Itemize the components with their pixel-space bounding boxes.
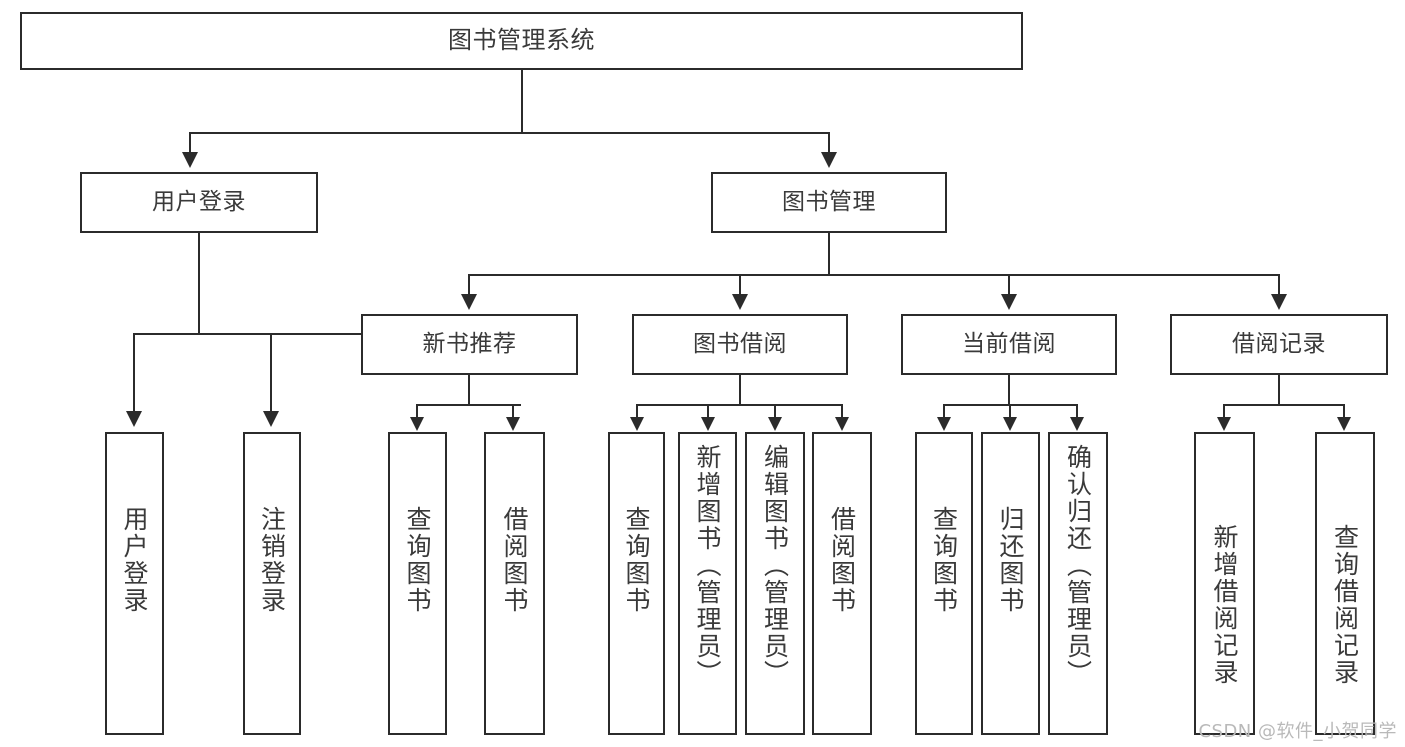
- arrowhead-borrow-leaf2: [701, 417, 715, 431]
- node-label: 新书推荐: [422, 331, 517, 358]
- leaf-edit-book-admin[interactable]: 编辑图书（管理员）: [745, 432, 805, 735]
- connector-newbook-leaf2: [512, 404, 514, 419]
- arrowhead-borrow-leaf4: [835, 417, 849, 431]
- node-borrow-record[interactable]: 借阅记录: [1170, 314, 1388, 375]
- connector-borrow-leaf2: [707, 404, 709, 419]
- node-label: 注销登录: [257, 506, 287, 614]
- connector-bookmgmt-bar: [468, 274, 1279, 276]
- leaf-borrow-book[interactable]: 借阅图书: [812, 432, 872, 735]
- connector-userlogin-leaf2: [270, 333, 272, 413]
- arrowhead-record-leaf1: [1217, 417, 1231, 431]
- connector-borrow-leaf1: [636, 404, 638, 419]
- leaf-query-book-borrow[interactable]: 查询图书: [608, 432, 665, 735]
- node-label: 确认归还（管理员）: [1063, 444, 1093, 687]
- node-label: 新增借阅记录: [1210, 524, 1239, 686]
- node-label: 查询图书: [622, 506, 651, 614]
- connector-userlogin-stem: [198, 233, 200, 334]
- leaf-query-borrow-record[interactable]: 查询借阅记录: [1315, 432, 1375, 735]
- connector-record-leaf2: [1343, 404, 1345, 419]
- node-label: 借阅记录: [1232, 331, 1326, 358]
- leaf-query-book-newbook[interactable]: 查询图书: [388, 432, 447, 735]
- arrowhead-borrow-leaf3: [768, 417, 782, 431]
- arrowhead-bookmgmt-to-current: [1001, 294, 1017, 310]
- connector-root-to-bookmgmt: [828, 132, 830, 154]
- connector-record-bar: [1223, 404, 1345, 406]
- connector-record-stem: [1278, 375, 1280, 406]
- arrowhead-userlogin-leaf1: [126, 411, 142, 427]
- arrowhead-current-leaf3: [1070, 417, 1084, 431]
- connector-current-leaf3: [1076, 404, 1078, 419]
- connector-borrow-bar: [636, 404, 842, 406]
- leaf-query-book-current[interactable]: 查询图书: [915, 432, 973, 735]
- connector-record-leaf1: [1223, 404, 1225, 419]
- connector-newbook-leaf1: [416, 404, 418, 419]
- connector-bookmgmt-to-borrow: [739, 274, 741, 296]
- connector-borrow-stem: [739, 375, 741, 406]
- arrowhead-newbook-leaf1: [410, 417, 424, 431]
- node-root-system[interactable]: 图书管理系统: [20, 12, 1023, 70]
- node-label: 查询图书: [403, 506, 432, 614]
- node-label: 图书管理系统: [448, 26, 595, 55]
- connector-root-bar: [189, 132, 830, 134]
- node-current-borrow[interactable]: 当前借阅: [901, 314, 1117, 375]
- leaf-add-borrow-record[interactable]: 新增借阅记录: [1194, 432, 1255, 735]
- leaf-return-book[interactable]: 归还图书: [981, 432, 1040, 735]
- connector-root-to-userlogin: [189, 132, 191, 154]
- node-new-book-recommend[interactable]: 新书推荐: [361, 314, 578, 375]
- connector-bookmgmt-to-current: [1008, 274, 1010, 296]
- connector-root-stem: [521, 70, 523, 133]
- node-label: 图书借阅: [693, 331, 787, 358]
- leaf-user-login[interactable]: 用户登录: [105, 432, 164, 735]
- connector-userlogin-leaf1: [133, 333, 135, 413]
- arrowhead-root-to-userlogin: [182, 152, 198, 168]
- node-label: 借阅图书: [500, 506, 529, 614]
- node-label: 用户登录: [120, 506, 149, 614]
- node-label: 查询借阅记录: [1330, 524, 1360, 686]
- node-label: 借阅图书: [827, 506, 857, 614]
- leaf-confirm-return-admin[interactable]: 确认归还（管理员）: [1048, 432, 1108, 735]
- connector-borrow-leaf3: [774, 404, 776, 419]
- connector-current-leaf1: [943, 404, 945, 419]
- arrowhead-bookmgmt-to-record: [1271, 294, 1287, 310]
- connector-userlogin-bar: [133, 333, 399, 335]
- arrowhead-current-leaf2: [1003, 417, 1017, 431]
- arrowhead-borrow-leaf1: [630, 417, 644, 431]
- csdn-watermark: CSDN @软件_小贺同学: [1198, 721, 1397, 742]
- node-label: 查询图书: [929, 506, 959, 614]
- arrowhead-bookmgmt-to-borrow: [732, 294, 748, 310]
- connector-current-stem: [1008, 375, 1010, 406]
- node-book-borrow[interactable]: 图书借阅: [632, 314, 848, 375]
- connector-bookmgmt-to-newbook: [468, 274, 470, 296]
- connector-newbook-bar: [416, 404, 521, 406]
- leaf-add-book-admin[interactable]: 新增图书（管理员）: [678, 432, 737, 735]
- connector-borrow-leaf4: [841, 404, 843, 419]
- node-label: 用户登录: [152, 189, 246, 216]
- node-label: 当前借阅: [962, 331, 1056, 358]
- arrowhead-record-leaf2: [1337, 417, 1351, 431]
- leaf-logout[interactable]: 注销登录: [243, 432, 301, 735]
- connector-bookmgmt-to-record: [1278, 274, 1280, 296]
- arrowhead-current-leaf1: [937, 417, 951, 431]
- connector-bookmgmt-stem: [828, 233, 830, 275]
- node-user-login[interactable]: 用户登录: [80, 172, 318, 233]
- arrowhead-root-to-bookmgmt: [821, 152, 837, 168]
- arrowhead-newbook-leaf2: [506, 417, 520, 431]
- node-book-management[interactable]: 图书管理: [711, 172, 947, 233]
- node-label: 归还图书: [996, 506, 1025, 614]
- node-label: 新增图书（管理员）: [693, 444, 722, 687]
- arrowhead-bookmgmt-to-newbook: [461, 294, 477, 310]
- node-label: 图书管理: [782, 189, 876, 216]
- connector-newbook-stem: [468, 375, 470, 406]
- leaf-borrow-book-newbook[interactable]: 借阅图书: [484, 432, 545, 735]
- node-label: 编辑图书（管理员）: [760, 444, 790, 687]
- connector-current-leaf2: [1009, 404, 1011, 419]
- arrowhead-userlogin-leaf2: [263, 411, 279, 427]
